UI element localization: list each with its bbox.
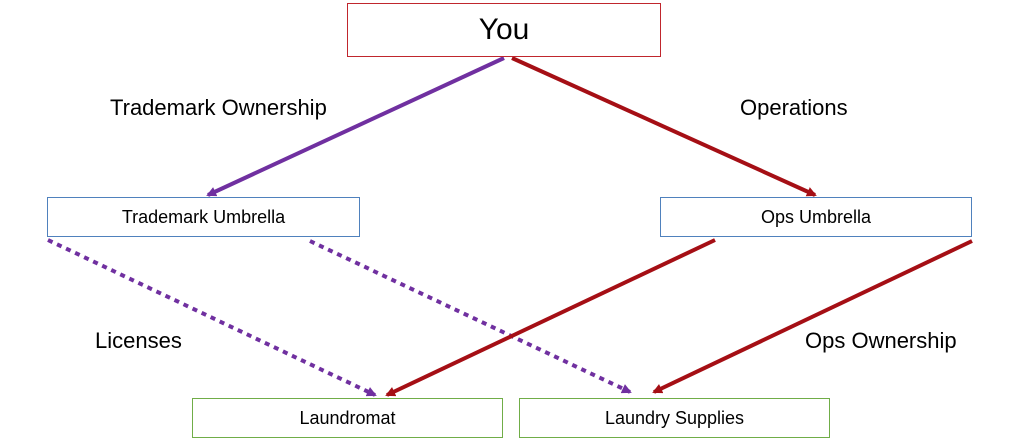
edge-label-trademark-ownership: Trademark Ownership <box>110 95 327 120</box>
edge-ops-umbrella-to-laundromat <box>385 238 716 397</box>
node-laundromat-label: Laundromat <box>299 407 396 428</box>
node-you-label: You <box>478 13 530 46</box>
node-trademark-umbrella-label: Trademark Umbrella <box>121 206 286 227</box>
edge-label-licenses: Licenses <box>95 328 182 353</box>
node-trademark-umbrella: Trademark Umbrella <box>47 197 360 237</box>
edge-trademark-umbrella-to-laundromat <box>47 238 377 397</box>
edge-trademark-umbrella-to-laundry-supplies <box>309 239 632 394</box>
edge-label-operations: Operations <box>740 95 848 120</box>
node-laundry-supplies: Laundry Supplies <box>519 398 830 438</box>
edge-label-ops-ownership: Ops Ownership <box>805 328 957 353</box>
node-ops-umbrella: Ops Umbrella <box>660 197 972 237</box>
edge-you-to-trademark-umbrella <box>206 56 505 197</box>
node-you: You <box>347 3 661 57</box>
node-laundry-supplies-label: Laundry Supplies <box>604 407 745 428</box>
edge-ops-umbrella-to-laundry-supplies <box>652 239 973 394</box>
node-ops-umbrella-label: Ops Umbrella <box>760 206 872 227</box>
edge-you-to-ops-umbrella <box>511 56 817 197</box>
node-laundromat: Laundromat <box>192 398 503 438</box>
